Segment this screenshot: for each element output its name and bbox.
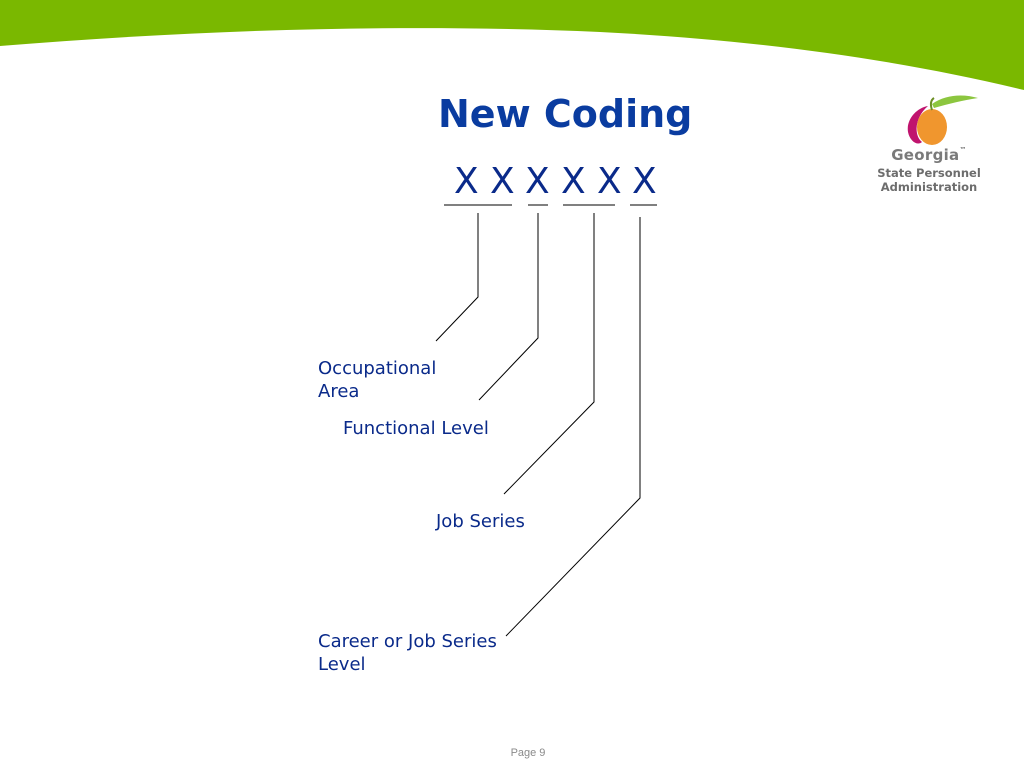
code-char: X <box>490 161 515 202</box>
label-job-series: Job Series <box>436 511 525 532</box>
peach-icon <box>907 95 978 145</box>
label-career-level: Career or Job Series Level <box>318 630 497 676</box>
logo-subtitle: State Personnel Administration <box>877 166 981 194</box>
label-occupational-line1: Occupational <box>318 358 437 379</box>
code-char: X <box>561 161 586 202</box>
code-char: X <box>525 161 550 202</box>
logo-georgia: Georgia™ <box>891 146 967 164</box>
slide-title: New Coding <box>438 92 693 136</box>
label-career-line2: Level <box>318 654 366 675</box>
code-char: X <box>597 161 622 202</box>
label-career-line1: Career or Job Series <box>318 631 497 652</box>
label-occupational-area: Occupational Area <box>318 357 436 403</box>
label-occupational-line2: Area <box>318 381 360 402</box>
page-number: Page 9 <box>510 747 546 759</box>
connector-series <box>503 213 595 495</box>
green-banner <box>0 0 1024 90</box>
connector-level <box>505 217 641 637</box>
code-char: X <box>632 161 657 202</box>
code-char: X <box>454 161 479 202</box>
georgia-spa-logo: Georgia™ State Personnel Administration <box>836 92 1022 194</box>
label-functional-level: Functional Level <box>343 418 489 439</box>
connector-functional <box>478 213 539 401</box>
connector-occupational <box>435 213 479 342</box>
